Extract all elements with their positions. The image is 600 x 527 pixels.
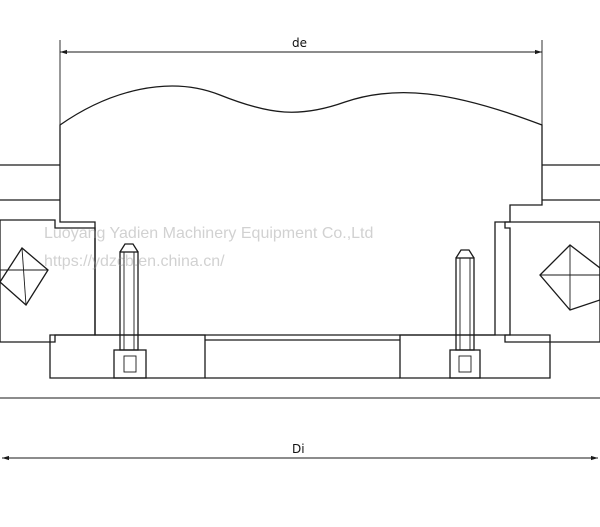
right-bearing-ring [504, 221, 600, 343]
dimension-di: Di [1, 442, 598, 461]
dimension-de: de [59, 36, 543, 205]
watermark: Luoyang Yadien Machinery Equipment Co.,L… [44, 225, 373, 270]
right-clamp-plate [399, 334, 551, 379]
left-bolt [113, 243, 147, 379]
shaft-stubs [0, 164, 600, 201]
shaft-section [59, 85, 543, 336]
dimension-label-di: Di [292, 442, 305, 456]
shaft-body [59, 85, 543, 336]
left-clamp-plate [49, 334, 206, 379]
bottom-plates [49, 334, 551, 379]
left-bolt-head [113, 349, 147, 379]
right-bolt-head [449, 349, 481, 379]
right-roller [539, 244, 600, 311]
watermark-url: https://ydzcb.en.china.cn/ [44, 253, 225, 270]
right-bolt [449, 249, 481, 379]
dimension-label-de: de [292, 36, 307, 50]
watermark-company: Luoyang Yadien Machinery Equipment Co.,L… [44, 225, 373, 242]
